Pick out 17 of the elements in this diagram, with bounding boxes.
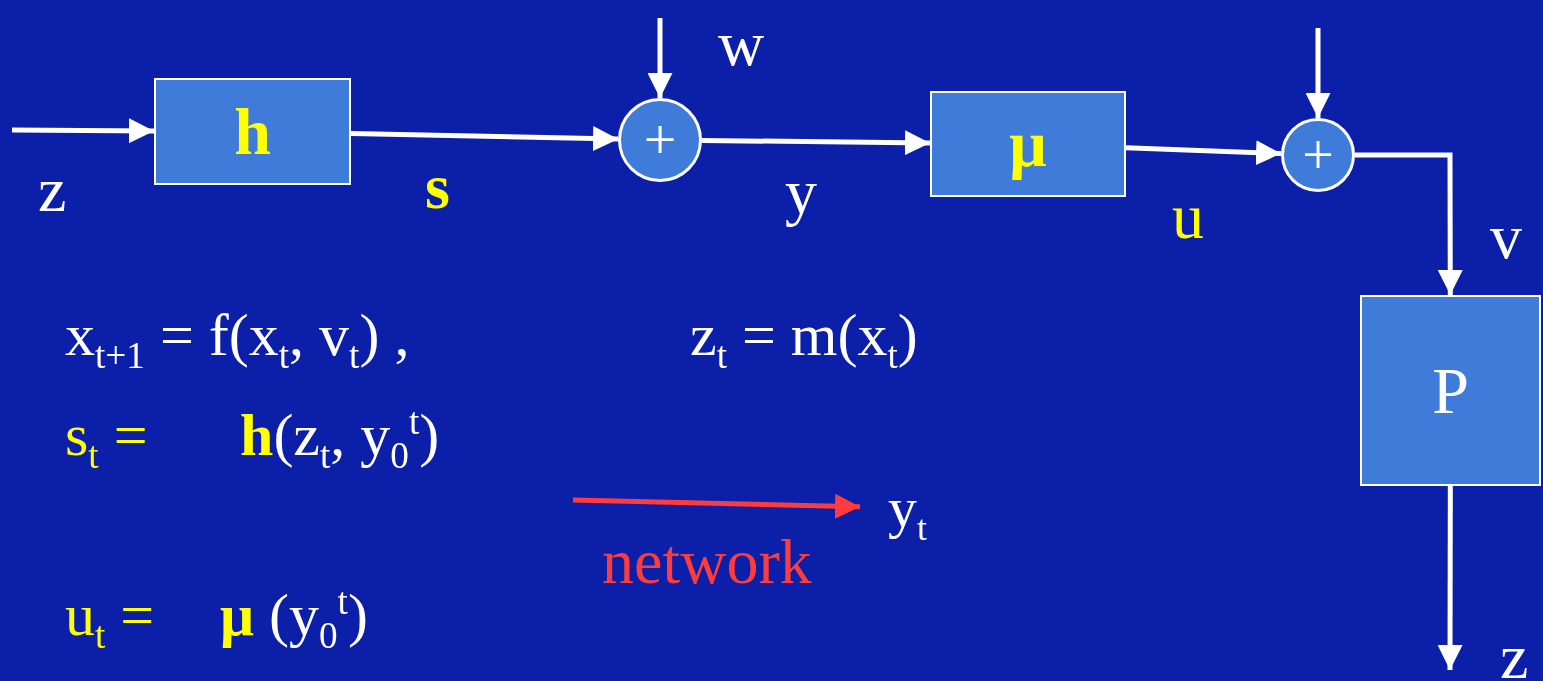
process-box (930, 91, 1126, 197)
node-label: h (234, 98, 271, 165)
arrow (1125, 140, 1282, 166)
arrow (1355, 152, 1463, 295)
node-label: + (1302, 127, 1334, 183)
node-label: + (643, 111, 677, 169)
process-box (154, 78, 351, 185)
arrow (1305, 28, 1331, 118)
arrow (572, 493, 861, 519)
arrow (1437, 486, 1463, 670)
arrow (350, 126, 619, 152)
signal-label: y$_{t}$ (860, 468, 955, 548)
process-box (1360, 295, 1541, 486)
arrow (12, 118, 154, 144)
node-label: P (1432, 357, 1469, 424)
arrow (647, 18, 673, 98)
arrow (701, 130, 931, 156)
